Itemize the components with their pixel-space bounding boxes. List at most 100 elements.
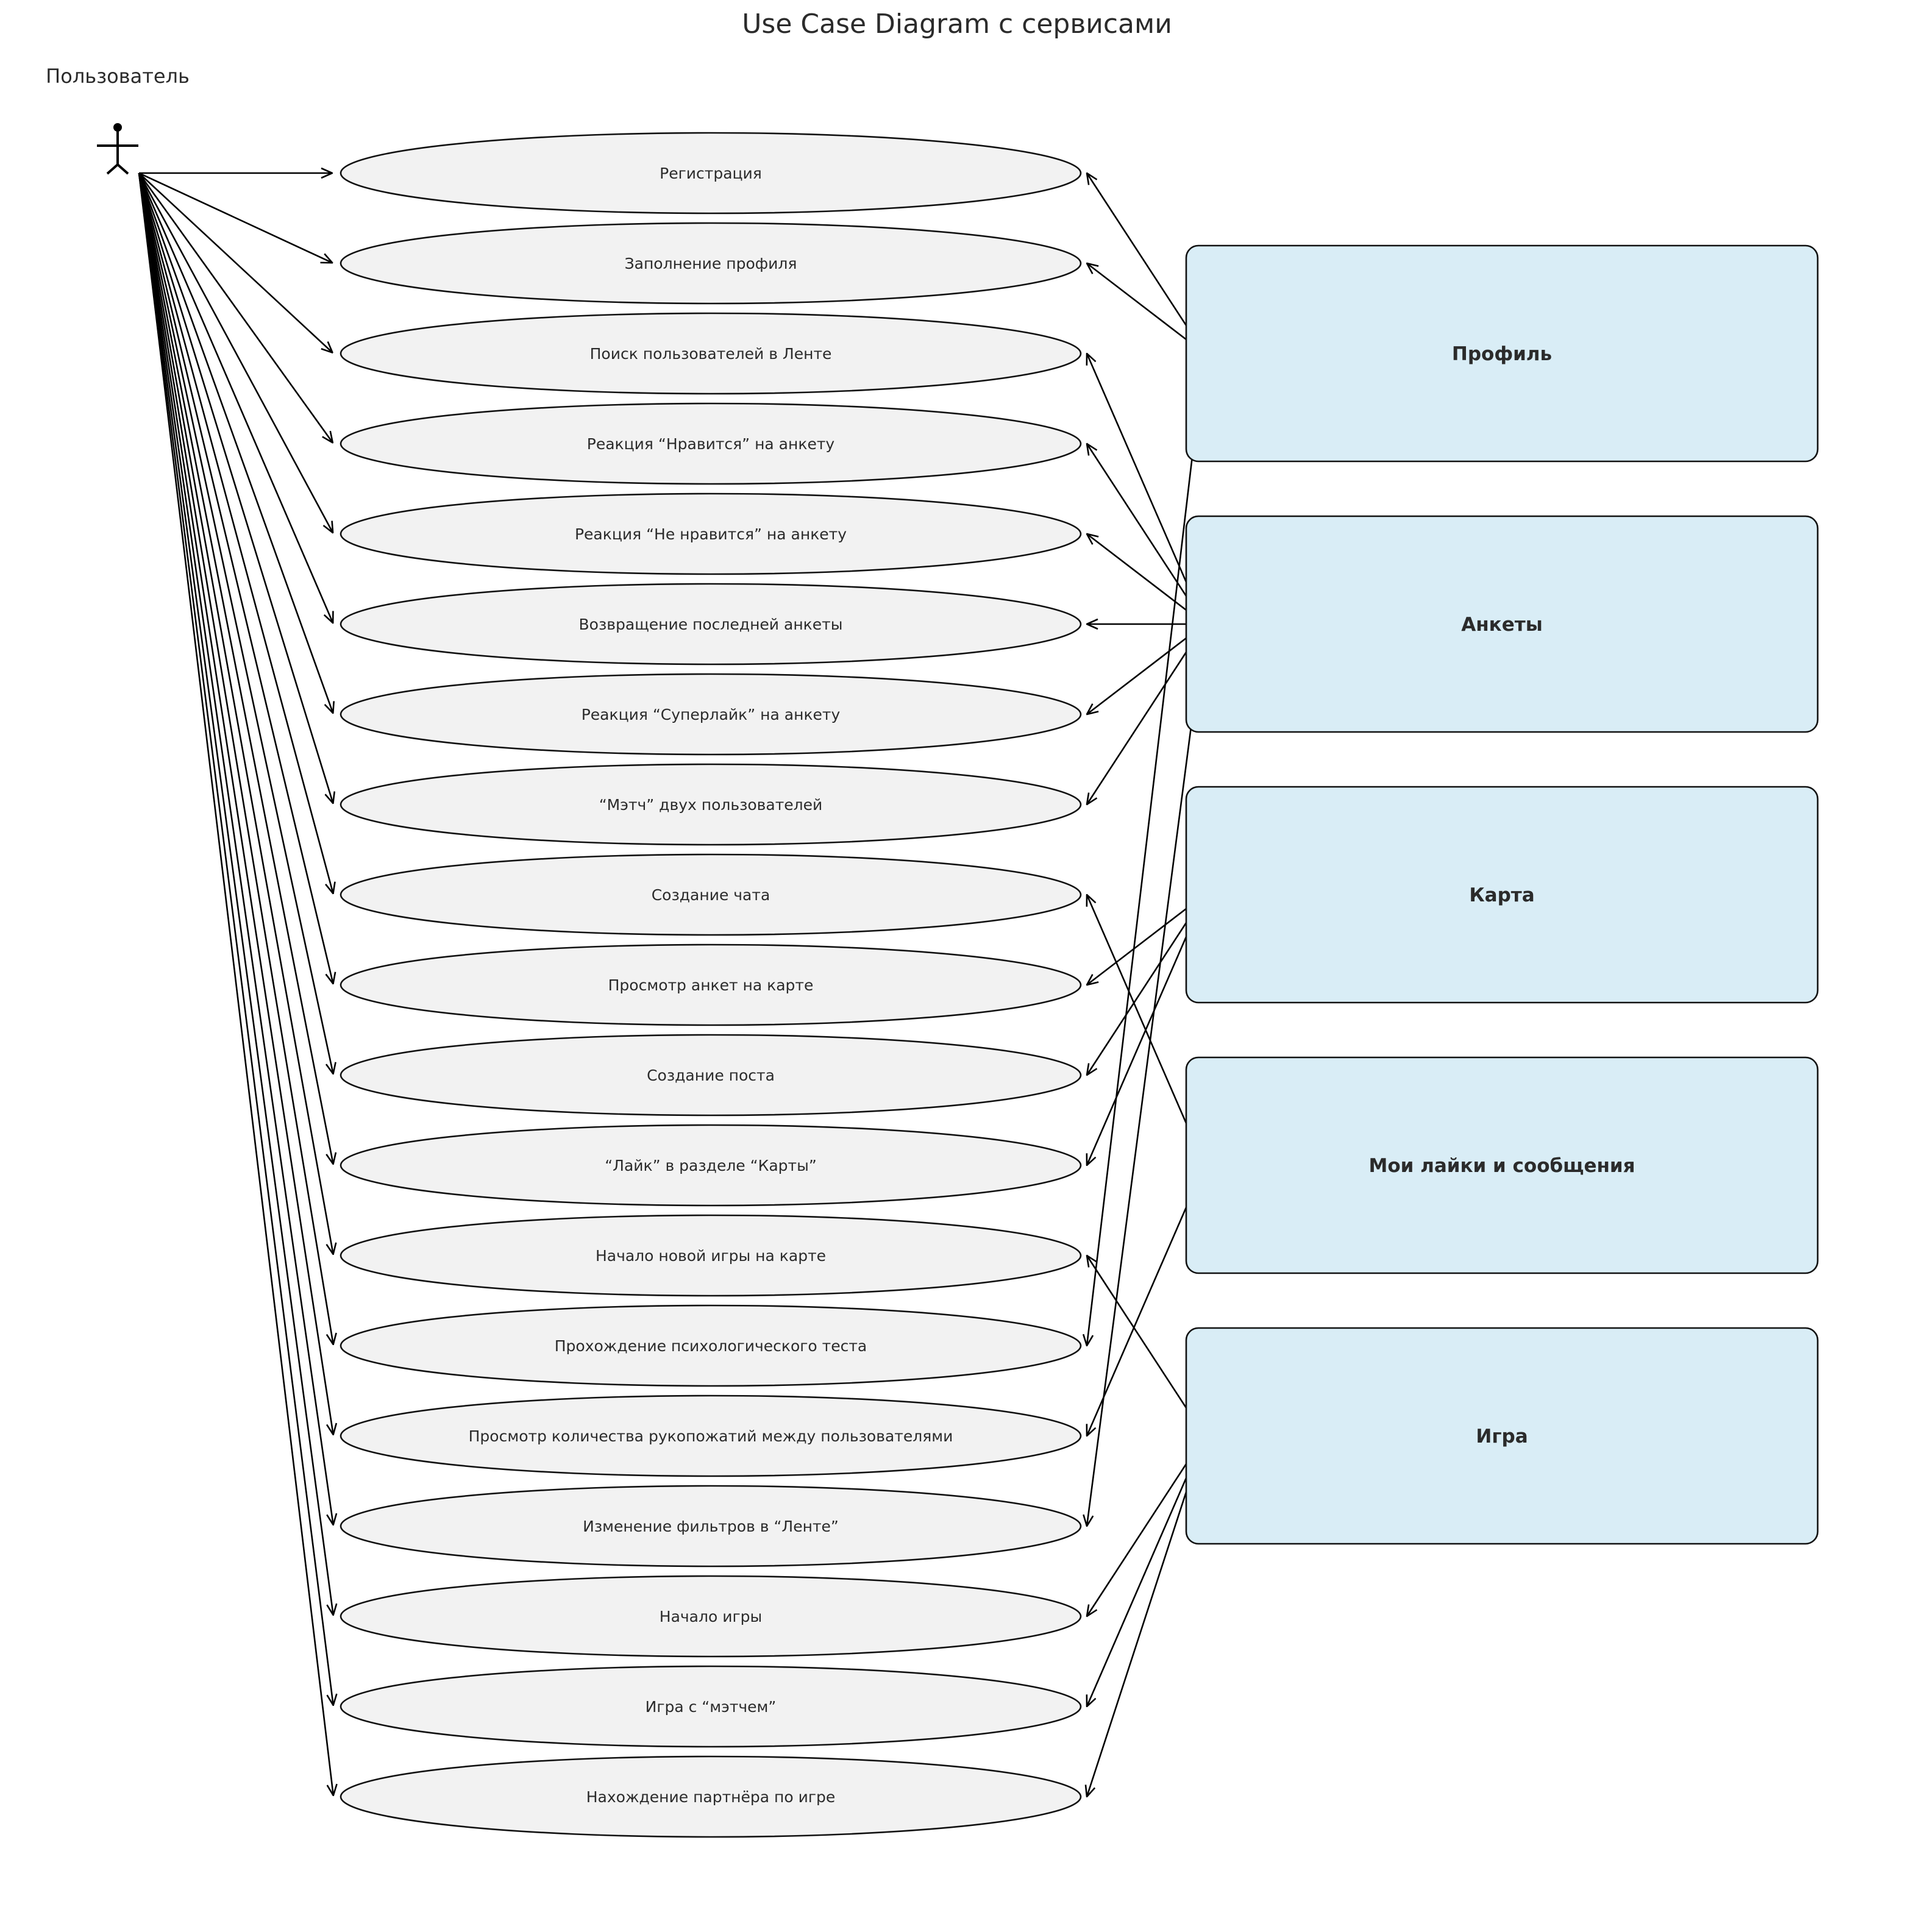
service-likes: Мои лайки и сообщения [1185,1056,1819,1274]
actor-association-arrow [138,172,333,1344]
use-case-ellipse [340,492,1082,575]
use-case-ellipse [340,222,1082,305]
use-case-ellipse [340,673,1082,756]
use-case-uc16: Изменение фильтров в “Ленте” [340,1485,1082,1568]
use-case-label: “Лайк” в разделе “Карты” [605,1157,817,1174]
use-case-label: Прохождение психологического теста [555,1337,867,1355]
use-case-ellipse [340,943,1082,1026]
service-link-arrow [1087,173,1206,354]
use-case-uc15: Просмотр количества рукопожатий между по… [340,1394,1082,1477]
use-case-label: Поиск пользователей в Ленте [590,345,832,363]
diagram-title: Use Case Diagram с сервисами [742,9,1172,40]
actor-association-arrow [138,172,333,1435]
service-link-arrow [1087,263,1205,355]
service-link-arrow [1087,1435,1206,1616]
use-case-ellipse [340,853,1082,936]
use-case-ellipse [340,1755,1082,1838]
service-box [1185,786,1819,1004]
use-case-label: Реакция “Суперлайк” на анкету [582,706,841,723]
use-case-ellipse [340,1394,1082,1477]
service-link-arrow [1087,1435,1206,1706]
use-case-uc11: Создание поста [340,1034,1082,1117]
stick-figure-icon [97,123,138,175]
service-box [1185,244,1819,463]
use-case-label: Нахождение партнёра по игре [586,1788,836,1806]
use-case-ellipse [340,763,1082,846]
use-case-label: Начало игры [660,1608,762,1625]
use-case-label: “Мэтч” двух пользователей [599,796,823,814]
service-link-arrow [1087,894,1206,1075]
service-link-arrow [1087,1255,1206,1437]
use-case-uc02: Заполнение профиля [340,222,1082,305]
service-label: Анкеты [1461,614,1542,636]
service-profile: Профиль [1185,244,1819,463]
actor-association-arrow [138,172,333,1074]
use-case-uc17: Начало игры [340,1575,1082,1658]
service-box [1185,1056,1819,1274]
service-link-arrow [1087,895,1206,1166]
use-case-uc06: Возвращение последней анкеты [340,583,1082,666]
service-igra: Игра [1185,1327,1819,1545]
actor-association-arrow [138,172,333,1795]
use-case-ellipse [340,132,1082,215]
use-case-label: Создание чата [652,886,770,904]
use-case-uc12: “Лайк” в разделе “Карты” [340,1124,1082,1207]
service-label: Игра [1476,1426,1528,1447]
service-link-arrow [1087,623,1206,1526]
use-case-ellipse [340,1124,1082,1207]
use-case-label: Регистрация [660,165,762,182]
service-link-arrow [1087,623,1206,804]
use-case-uc08: “Мэтч” двух пользователей [340,763,1082,846]
actor-association-arrow [138,172,333,1705]
use-case-uc10: Просмотр анкет на карте [340,943,1082,1026]
use-case-ellipse [340,1485,1082,1568]
service-link-arrow [1087,623,1205,714]
use-case-ellipse [340,402,1082,485]
use-case-ellipse [340,583,1082,666]
service-link-arrow [1087,1165,1206,1436]
service-link-arrow [1087,534,1205,625]
actor-association-arrow [138,172,333,533]
actor-association-arrow [138,172,333,1254]
actor-association-arrow [138,172,332,263]
association-arrows [138,172,1206,1797]
service-link-arrow [1087,1435,1206,1797]
actor-association-arrow [138,172,333,1164]
service-link-arrow [1087,353,1206,1346]
service-label: Профиль [1452,343,1552,365]
use-case-label: Возвращение последней анкеты [579,616,843,633]
service-label: Мои лайки и сообщения [1368,1155,1635,1177]
actor-association-arrow [138,172,333,713]
use-case-uc19: Нахождение партнёра по игре [340,1755,1082,1838]
use-case-uc03: Поиск пользователей в Ленте [340,312,1082,395]
use-case-uc01: Регистрация [340,132,1082,215]
use-case-ellipse [340,1214,1082,1297]
service-link-arrow [1087,353,1206,625]
actor-association-arrow [138,172,333,1525]
service-box [1185,1327,1819,1545]
use-case-uc14: Прохождение психологического теста [340,1304,1082,1387]
use-case-label: Просмотр количества рукопожатий между по… [469,1427,953,1445]
actor-label: Пользователь [46,65,190,88]
use-case-label: Игра с “мэтчем” [646,1698,777,1716]
use-case-ellipse [340,1304,1082,1387]
use-case-uc07: Реакция “Суперлайк” на анкету [340,673,1082,756]
service-label: Карта [1469,884,1534,906]
actor-association-arrow [138,172,333,623]
actor-association-arrow [138,172,333,803]
service-box [1185,515,1819,733]
actor-association-arrow [138,172,333,1615]
use-case-uc13: Начало новой игры на карте [340,1214,1082,1297]
use-case-ellipse [340,312,1082,395]
service-ankety: Анкеты [1185,515,1819,733]
use-case-ellipse [340,1665,1082,1748]
use-case-uc05: Реакция “Не нравится” на анкету [340,492,1082,575]
use-case-uc18: Игра с “мэтчем” [340,1665,1082,1748]
use-case-uc09: Создание чата [340,853,1082,936]
use-case-ellipse [340,1575,1082,1658]
actor-association-arrow [138,172,333,984]
use-case-label: Заполнение профиля [625,255,797,272]
